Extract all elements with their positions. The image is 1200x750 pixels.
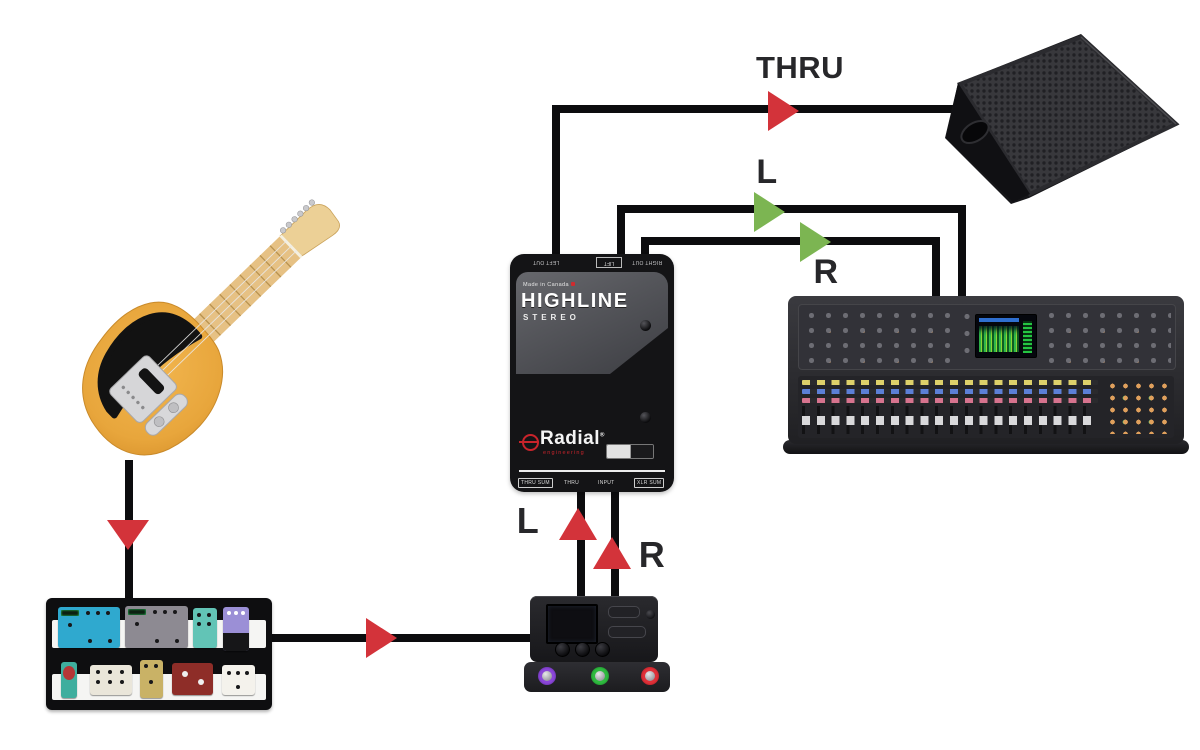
- mixer-fader-panel: [798, 376, 1174, 438]
- pedal-display: [61, 610, 79, 616]
- pedalboard-image: [46, 598, 272, 710]
- label-thru: THRU: [755, 50, 845, 85]
- cable-left-out-to-mixer: [958, 205, 966, 300]
- di-variant-text: STEREO: [523, 313, 580, 322]
- label-xlr-left: L: [756, 153, 778, 191]
- guitar-bridge-plate: [109, 355, 177, 423]
- di-brand-text: Radial®: [540, 428, 605, 449]
- cable-left-out-horizontal: [617, 205, 966, 213]
- maple-leaf-icon: [570, 282, 575, 286]
- speaker-handle: [960, 119, 990, 145]
- fx-button-row-1: [608, 606, 640, 618]
- cable-right-out-horizontal: [641, 237, 940, 245]
- cable-right-out-vertical: [641, 239, 649, 259]
- mixer-screen: [975, 314, 1037, 358]
- fx-mini-knob: [646, 610, 655, 619]
- di-jack-input: INPUT: [598, 480, 615, 486]
- fx-footswitch-green: [591, 667, 609, 685]
- signal-arrow-input-right-icon: [593, 537, 631, 569]
- mixer-screen-header: [979, 318, 1019, 322]
- cable-right-out-to-mixer: [932, 237, 940, 300]
- mixer-scribble-strip-pink: [802, 398, 1098, 403]
- speaker-side-panel: [946, 83, 1030, 202]
- label-input-left: L: [516, 500, 540, 541]
- mixer-scribble-strip-yellow: [802, 380, 1098, 385]
- mixer-fader-bank: [802, 406, 1098, 434]
- label-input-right: R: [638, 534, 666, 575]
- di-model-text: HIGHLINE: [521, 290, 629, 312]
- guitar-bridge-pickup: [138, 368, 165, 395]
- mixer-image: [783, 296, 1189, 456]
- radial-logo-icon: [519, 434, 539, 451]
- signal-arrow-right-out-icon: [800, 222, 831, 262]
- mixer-knob-section-right: [1043, 308, 1171, 364]
- pedal-cream: [90, 665, 132, 695]
- pedal-blue: [58, 607, 120, 648]
- cable-thru-horizontal: [552, 105, 958, 113]
- di-badge: [606, 444, 654, 459]
- signal-arrow-input-left-icon: [559, 508, 597, 540]
- di-screw-top: [640, 320, 651, 331]
- fx-knob-3: [595, 642, 610, 657]
- di-brand-sub-text: engineering: [543, 450, 585, 456]
- pedal-gold: [140, 660, 163, 698]
- signal-arrow-guitar-down-icon: [107, 520, 149, 550]
- pedal-display: [128, 609, 146, 615]
- fx-footswitch-purple: [538, 667, 556, 685]
- guitar-tuners: [280, 199, 315, 234]
- mixer-screen-rta: [979, 326, 1019, 352]
- di-divider: [519, 470, 665, 472]
- di-jack-thru-sum: THRU SUM: [518, 478, 553, 488]
- fx-button-row-2: [608, 626, 646, 638]
- pedal-purple: [223, 607, 249, 651]
- di-jack-thru: THRU: [564, 480, 580, 486]
- di-jack-left-out: LEFT OUT: [532, 259, 560, 265]
- cable-thru-vertical: [552, 106, 560, 258]
- signal-arrow-left-out-icon: [754, 192, 785, 232]
- mixer-button-grid: [1106, 380, 1170, 434]
- mixer-top-panel: [798, 304, 1176, 370]
- di-origin-text: Made in Canada: [523, 282, 575, 288]
- cable-pedalboard-to-stomp: [258, 634, 536, 642]
- di-screw-bottom: [640, 412, 651, 423]
- mixer-scribble-strip-blue: [802, 389, 1098, 394]
- signal-arrow-thru-icon: [768, 91, 799, 131]
- label-xlr-right: R: [813, 253, 839, 291]
- multi-effects-pedal-image: [524, 594, 670, 694]
- fx-knob-1: [555, 642, 570, 657]
- cable-stomp-to-di-left: [577, 488, 585, 600]
- di-jack-right-out: RIGHT OUT: [631, 259, 663, 265]
- mixer-knob-section-left: [803, 308, 953, 364]
- monitor-speaker-image: [945, 34, 1180, 204]
- fx-screen: [546, 604, 598, 644]
- pedal-teal-small: [193, 608, 217, 648]
- pedal-teal-art: [61, 662, 77, 698]
- cable-left-out-vertical: [617, 207, 625, 259]
- di-jack-xlr-sum: XLR SUM: [634, 478, 665, 488]
- signal-arrow-board-right-icon: [366, 618, 397, 658]
- pedal-gray: [125, 606, 188, 648]
- mixer-screen-meters: [1023, 321, 1032, 353]
- di-box-image: LEFT OUT LIFT RIGHT OUT Made in Canada H…: [510, 254, 674, 492]
- fx-knob-2: [575, 642, 590, 657]
- guitar-image: [82, 199, 340, 456]
- pedal-dark-red: [172, 663, 213, 695]
- di-lift-switch-label: LIFT: [596, 257, 622, 268]
- fx-footswitch-red: [641, 667, 659, 685]
- pedal-white: [222, 665, 255, 695]
